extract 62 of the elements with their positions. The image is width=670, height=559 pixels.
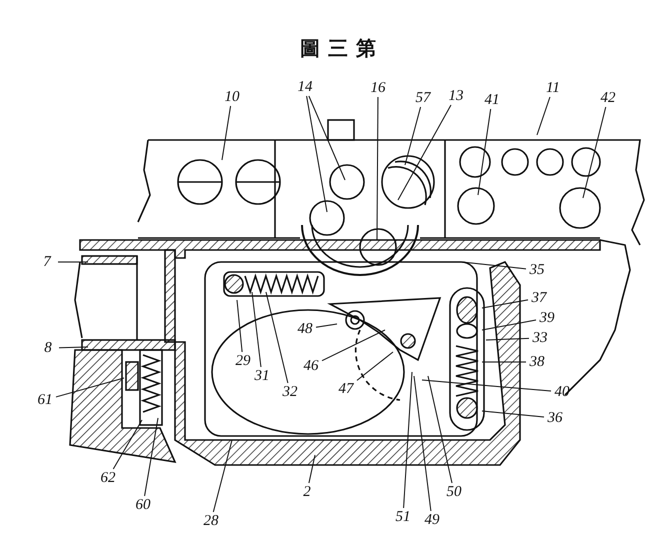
callout-number: 37 (528, 289, 550, 307)
figure-title: 圖三第 (300, 37, 384, 62)
leader-line (398, 104, 452, 200)
leader-line (404, 106, 422, 166)
leader-line (58, 346, 88, 348)
callout-number: 39 (536, 309, 558, 327)
leader-line (56, 378, 124, 398)
callout-number: 29 (232, 352, 254, 370)
callout-number: 61 (34, 391, 56, 409)
leader-line (236, 300, 243, 352)
leader-line (308, 96, 346, 180)
callout-number: 50 (443, 483, 465, 501)
callout-number: 35 (526, 261, 548, 279)
callout-number: 16 (367, 79, 389, 97)
leader-line (316, 324, 338, 328)
leader-line (422, 380, 552, 392)
leader-line (482, 320, 536, 330)
leader-line (482, 410, 544, 418)
callout-number: 8 (37, 339, 59, 357)
callout-number: 36 (544, 409, 566, 427)
callout-number: 38 (526, 353, 548, 371)
leader-line (582, 106, 606, 198)
callout-number: 28 (200, 512, 222, 530)
leader-line (308, 454, 316, 484)
leader-line (486, 338, 530, 340)
callout-number: 47 (335, 380, 357, 398)
callout-number: 2 (296, 483, 318, 501)
callout-number: 48 (294, 320, 316, 338)
leader-line (376, 96, 378, 240)
callout-number: 57 (412, 89, 434, 107)
callout-number: 10 (221, 88, 243, 106)
callout-number: 40 (551, 383, 573, 401)
callout-number: 41 (481, 91, 503, 109)
callout-number: 33 (529, 329, 551, 347)
leader-line (322, 330, 386, 362)
leader-line (482, 299, 528, 308)
leader-line (478, 108, 492, 196)
callout-number: 31 (251, 367, 273, 385)
leader-line (356, 352, 394, 381)
callout-number: 60 (132, 496, 154, 514)
leader-line (414, 376, 432, 512)
callout-number: 42 (597, 89, 619, 107)
leader-line (222, 106, 232, 160)
leader-line (306, 96, 328, 212)
leader-line (536, 96, 550, 136)
leader-line (462, 262, 526, 270)
callout-number: 46 (300, 357, 322, 375)
callout-number: 62 (97, 469, 119, 487)
callout-number: 13 (445, 87, 467, 105)
callout-number: 32 (279, 383, 301, 401)
callout-number: 49 (421, 511, 443, 529)
callout-number: 14 (294, 78, 316, 96)
leader-line (266, 292, 288, 384)
leader-line (112, 420, 142, 470)
callout-number: 11 (542, 79, 564, 97)
callout-number: 51 (392, 508, 414, 526)
callout-number: 7 (36, 253, 58, 271)
leader-line (212, 440, 232, 512)
leader-line (252, 292, 262, 368)
leader-line (428, 376, 452, 484)
leader-line (403, 372, 412, 508)
leader-line (144, 418, 158, 496)
